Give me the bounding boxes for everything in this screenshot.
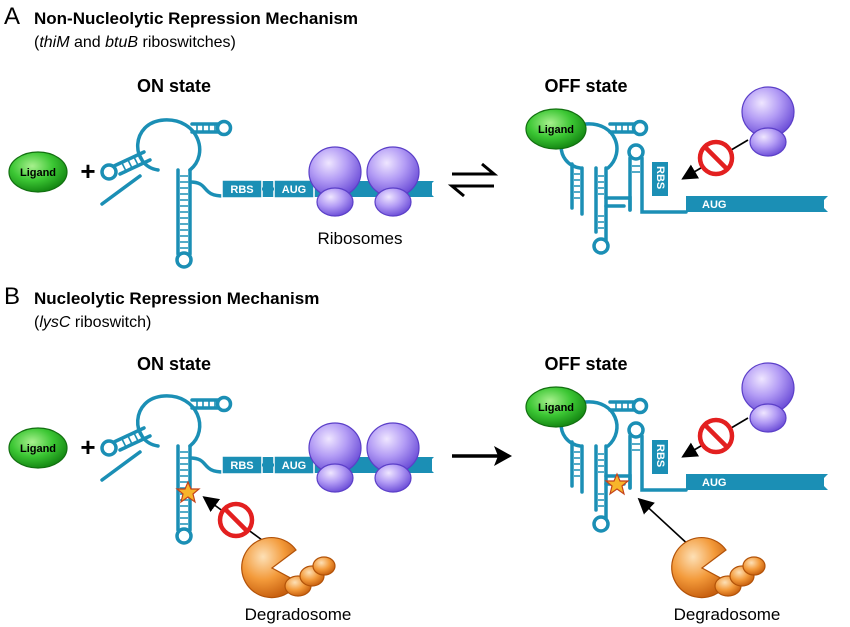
panel-a-subtitle: (thiM and btuB riboswitches)	[34, 34, 236, 51]
panel-b-letter: B	[4, 283, 20, 310]
rbs-label: RBS	[230, 460, 253, 472]
ribosome-blocked	[741, 362, 795, 433]
ligand-bound: Ligand	[525, 386, 587, 428]
degradosome-label-left: Degradosome	[245, 605, 352, 624]
mrna-strand-off: AUG RBS	[652, 440, 828, 490]
panel-a: A Non-Nucleolytic Repression Mechanism (…	[4, 3, 828, 269]
aug-label: AUG	[282, 184, 306, 196]
ribosomes-label: Ribosomes	[317, 229, 402, 248]
degradosome-label-right: Degradosome	[674, 605, 781, 624]
mrna-strand-off: AUG RBS	[652, 162, 828, 212]
ribosome	[308, 422, 362, 493]
irreversible-arrowhead	[494, 446, 512, 466]
svg-text:Ligand: Ligand	[20, 443, 56, 455]
rbs-label-off: RBS	[654, 444, 666, 467]
panel-a-title: Non-Nucleolytic Repression Mechanism	[34, 9, 358, 28]
svg-text:Ligand: Ligand	[20, 167, 56, 179]
panel-a-on-state: ON state	[137, 76, 211, 96]
prohibition-icon	[700, 142, 732, 174]
degradosome-double-arrow	[637, 497, 693, 549]
ribosome-blocked	[741, 86, 795, 157]
aug-label-off: AUG	[702, 477, 726, 489]
ligand-bound: Ligand	[525, 108, 587, 150]
plus-sign: +	[80, 432, 95, 462]
panel-a-letter: A	[4, 3, 20, 30]
panel-a-off-state: OFF state	[544, 76, 627, 96]
cleavage-site-star	[604, 472, 630, 496]
panel-b-subtitle: (lysC riboswitch)	[34, 314, 151, 331]
panel-b-title: Nucleolytic Repression Mechanism	[34, 289, 319, 308]
aug-label-off: AUG	[702, 199, 726, 211]
panel-b-on-state: ON state	[137, 354, 211, 374]
aug-label: AUG	[282, 460, 306, 472]
panel-b: B Nucleolytic Repression Mechanism (lysC…	[4, 283, 828, 624]
plus-sign: +	[80, 156, 95, 186]
panel-b-off-state: OFF state	[544, 354, 627, 374]
ribosome	[366, 146, 420, 217]
ribosome	[366, 422, 420, 493]
ligand: Ligand	[8, 427, 68, 469]
rbs-label-off: RBS	[654, 166, 666, 189]
equilibrium-arrows	[447, 162, 499, 198]
prohibition-icon	[220, 504, 252, 536]
svg-text:Ligand: Ligand	[538, 402, 574, 414]
prohibition-icon	[700, 420, 732, 452]
rbs-label: RBS	[230, 184, 253, 196]
degradosome	[671, 536, 766, 599]
degradosome	[241, 536, 336, 599]
ligand: Ligand	[8, 151, 68, 193]
cleavage-site-star	[175, 480, 201, 504]
ribosome	[308, 146, 362, 217]
svg-text:Ligand: Ligand	[538, 124, 574, 136]
